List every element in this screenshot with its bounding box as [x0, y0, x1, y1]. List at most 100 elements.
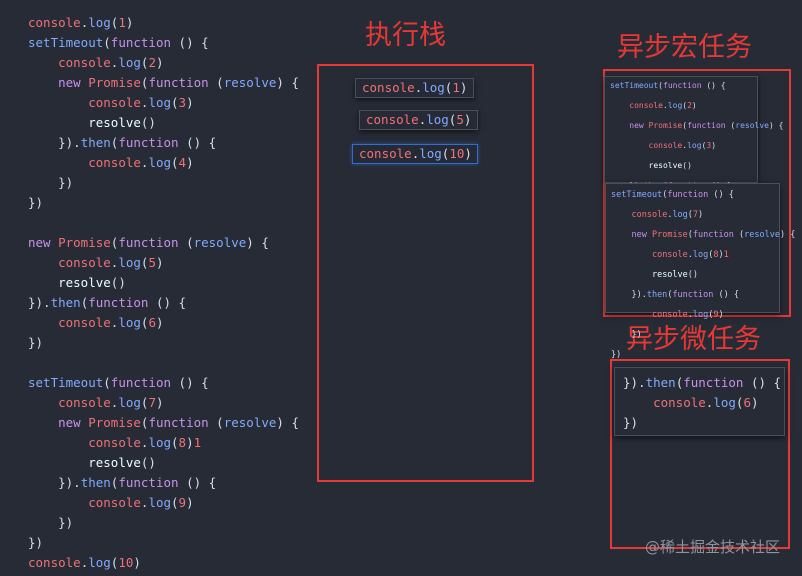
- code-token: console: [28, 15, 81, 30]
- code-token: 8: [178, 435, 187, 450]
- code-line: }): [28, 533, 299, 553]
- code-token: (: [687, 210, 693, 220]
- code-token: .: [667, 210, 673, 220]
- code-token: (: [667, 290, 673, 300]
- code-token: () {: [171, 35, 209, 50]
- code-token: (: [708, 310, 714, 320]
- code-token: .: [140, 155, 149, 170]
- code-line: console.log(7): [28, 393, 299, 413]
- code-token: 6: [148, 315, 156, 330]
- code-line: console.log(3): [610, 140, 783, 160]
- code-line: [28, 213, 299, 233]
- code-token: ) {: [276, 415, 299, 430]
- code-token: function: [118, 475, 179, 490]
- code-token: console: [629, 101, 663, 110]
- code-token: ): [691, 101, 697, 110]
- code-token: console: [88, 155, 141, 170]
- code-line: resolve(): [28, 273, 299, 293]
- code-token: 7: [148, 395, 156, 410]
- code-token: (: [701, 141, 707, 150]
- code-token: function: [110, 35, 172, 50]
- code-token: .: [705, 395, 714, 410]
- code-token: function: [692, 230, 734, 240]
- code-token: function: [88, 295, 149, 310]
- code-line: setTimeout(function () {: [28, 373, 299, 393]
- code-token: [611, 270, 652, 280]
- code-token: .: [110, 395, 119, 410]
- code-token: log: [713, 395, 736, 410]
- code-token: 8: [713, 250, 719, 260]
- macro-task-code: setTimeout(function () { console.log(7) …: [611, 189, 795, 369]
- code-token: ): [750, 395, 759, 410]
- code-line: }): [28, 513, 299, 533]
- code-token: ): [711, 141, 717, 150]
- code-token: [28, 455, 88, 470]
- code-token: () {: [178, 475, 217, 490]
- code-token: [28, 315, 58, 330]
- call-stack-item-current: console.log(10): [352, 144, 478, 164]
- code-token: (): [140, 455, 156, 470]
- code-token: (: [140, 55, 149, 70]
- code-token: 6: [743, 395, 751, 410]
- code-token: (): [687, 270, 699, 280]
- code-token: new: [629, 121, 649, 130]
- code-token: 9: [713, 310, 719, 320]
- code-line: }).then(function () {: [28, 293, 299, 313]
- code-line: new Promise(function (resolve) {: [28, 233, 299, 253]
- code-token: [610, 161, 649, 170]
- code-token: ): [718, 250, 724, 260]
- code-token: (: [208, 415, 224, 430]
- code-token: console: [88, 95, 141, 110]
- code-line: console.log(3): [28, 93, 299, 113]
- code-token: resolve: [223, 75, 277, 90]
- code-token: [610, 101, 629, 110]
- code-line: console.log(4): [28, 153, 299, 173]
- code-token: (: [682, 121, 688, 130]
- code-token: () {: [713, 290, 739, 300]
- code-token: function: [118, 235, 179, 250]
- code-line: }): [28, 193, 299, 213]
- code-token: Promise: [88, 75, 141, 90]
- code-token: 4: [178, 155, 187, 170]
- code-token: function: [672, 290, 714, 300]
- code-token: .: [110, 55, 119, 70]
- code-token: () {: [708, 190, 734, 200]
- code-token: () {: [743, 375, 782, 390]
- code-token: console: [58, 395, 111, 410]
- code-token: function: [667, 190, 709, 200]
- code-token: function: [148, 415, 209, 430]
- code-token: console: [631, 210, 668, 220]
- code-line: new Promise(function (resolve) {: [611, 229, 795, 249]
- code-token: (): [110, 275, 126, 290]
- code-token: (: [658, 81, 663, 90]
- code-token: .: [414, 80, 423, 95]
- code-token: setTimeout: [611, 190, 663, 200]
- code-line: }): [28, 333, 299, 353]
- code-token: [28, 415, 58, 430]
- code-token: 5: [456, 112, 464, 127]
- code-token: [610, 141, 649, 150]
- code-token: log: [148, 495, 172, 510]
- code-token: resolve: [223, 415, 277, 430]
- code-token: ): [155, 255, 164, 270]
- code-token: log: [148, 95, 172, 110]
- code-token: resolve: [735, 121, 769, 130]
- code-token: }): [611, 350, 622, 360]
- code-token: (: [103, 375, 111, 390]
- macro-tasks-box: [603, 69, 791, 317]
- code-token: .: [80, 555, 89, 570]
- code-token: [611, 230, 631, 240]
- code-token: (: [725, 121, 736, 130]
- code-token: [28, 95, 88, 110]
- code-token: resolve: [88, 455, 141, 470]
- code-token: (: [687, 230, 693, 240]
- code-token: console: [58, 55, 111, 70]
- code-token: log: [692, 250, 709, 260]
- code-token: }): [28, 195, 44, 210]
- code-token: new: [58, 75, 89, 90]
- code-token: }): [28, 335, 44, 350]
- code-token: .: [682, 141, 688, 150]
- micro-task-code: }).then(function () { console.log(6)}): [623, 373, 781, 433]
- code-line: resolve(): [610, 160, 783, 180]
- code-token: [610, 121, 629, 130]
